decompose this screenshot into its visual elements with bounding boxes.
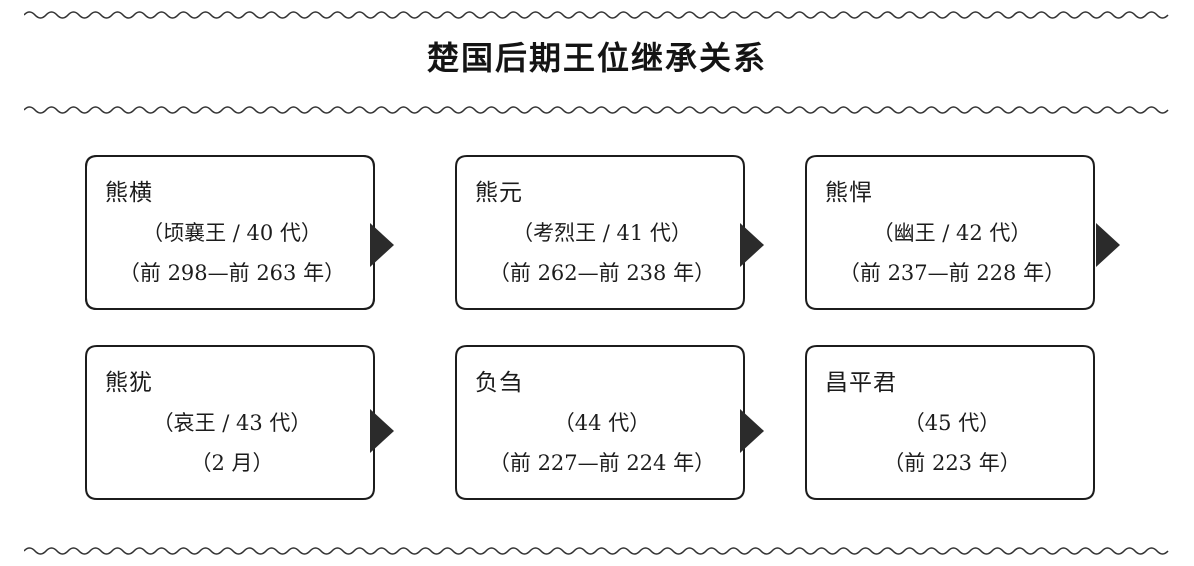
node-text: 熊犹 （哀王 / 43 代） （2 月） <box>85 345 375 500</box>
node-text: 熊元 （考烈王 / 41 代） （前 262—前 238 年） <box>455 155 745 310</box>
arrow-right-icon <box>369 408 395 454</box>
node-熊元[interactable]: 熊元 （考烈王 / 41 代） （前 262—前 238 年） <box>455 155 745 310</box>
node-负刍[interactable]: 负刍 （44 代） （前 227—前 224 年） <box>455 345 745 500</box>
node-text: 熊横 （顷襄王 / 40 代） （前 298—前 263 年） <box>85 155 375 310</box>
node-reign: （前 223 年） <box>883 450 1021 475</box>
node-title: （顷襄王 / 40 代） <box>142 220 322 245</box>
node-text: 负刍 （44 代） （前 227—前 224 年） <box>455 345 745 500</box>
snipped-corner-frame <box>85 155 375 310</box>
node-昌平君[interactable]: 昌平君 （45 代） （前 223 年） <box>805 345 1095 500</box>
node-text: 昌平君 （45 代） （前 223 年） <box>805 345 1095 500</box>
node-reign: （前 237—前 228 年） <box>838 260 1066 285</box>
node-name: 熊悍 <box>825 179 873 206</box>
node-reign: （前 298—前 263 年） <box>118 260 346 285</box>
node-熊悍[interactable]: 熊悍 （幽王 / 42 代） （前 237—前 228 年） <box>805 155 1095 310</box>
node-reign: （前 227—前 224 年） <box>488 450 716 475</box>
node-title: （幽王 / 42 代） <box>872 220 1032 245</box>
node-title: （45 代） <box>903 410 1001 435</box>
arrow-right-icon <box>739 222 765 268</box>
node-熊横[interactable]: 熊横 （顷襄王 / 40 代） （前 298—前 263 年） <box>85 155 375 310</box>
node-title: （考烈王 / 41 代） <box>512 220 692 245</box>
arrow-right-icon <box>739 408 765 454</box>
arrow-right-icon <box>369 222 395 268</box>
node-name: 熊横 <box>105 179 153 206</box>
snipped-corner-frame <box>805 345 1095 500</box>
node-reign: （2 月） <box>190 450 274 475</box>
node-name: 昌平君 <box>825 369 897 396</box>
snipped-corner-frame <box>455 155 745 310</box>
node-name: 熊元 <box>475 179 523 206</box>
node-熊犹[interactable]: 熊犹 （哀王 / 43 代） （2 月） <box>85 345 375 500</box>
snipped-corner-frame <box>805 155 1095 310</box>
node-title: （44 代） <box>553 410 651 435</box>
arrow-right-icon <box>1095 222 1121 268</box>
node-title: （哀王 / 43 代） <box>152 410 312 435</box>
page-title: 楚国后期王位继承关系 <box>426 39 767 77</box>
node-name: 熊犹 <box>105 369 153 396</box>
snipped-corner-frame <box>85 345 375 500</box>
snipped-corner-frame <box>455 345 745 500</box>
node-reign: （前 262—前 238 年） <box>488 260 716 285</box>
node-text: 熊悍 （幽王 / 42 代） （前 237—前 228 年） <box>805 155 1095 310</box>
node-name: 负刍 <box>475 369 523 396</box>
